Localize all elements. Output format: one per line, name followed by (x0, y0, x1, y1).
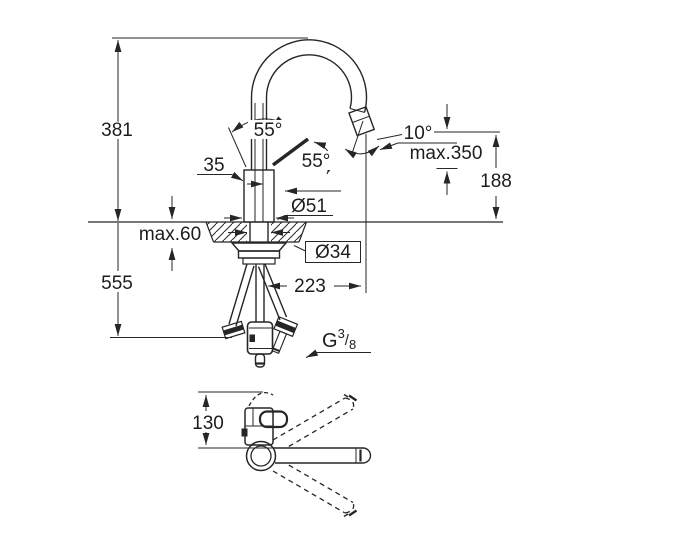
dim-lever-offset: 35 (197, 155, 263, 188)
top-view-spout (273, 447, 372, 464)
right-hose-connector (271, 315, 299, 355)
dim-outlet-height: 188 (480, 135, 512, 219)
dim-spout-reach: 223 (268, 276, 361, 297)
dim-188-label: 188 (480, 171, 512, 192)
supply-hoses (221, 263, 299, 355)
dim-35-label: 35 (203, 155, 224, 176)
mounting-flange (230, 242, 288, 265)
top-view-body (241, 392, 289, 472)
dim-130-label: 130 (192, 413, 224, 434)
escutcheon-inner (250, 445, 272, 467)
hose-weight (246, 321, 274, 368)
swivel-range-ends (343, 393, 358, 518)
dim-lever-projection: 130 (192, 391, 276, 449)
dim-body-diameter: Ø51 (224, 196, 333, 222)
body-detail (241, 428, 248, 437)
lever-swing-right-label: 55° (302, 151, 331, 172)
escutcheon-outer (245, 440, 277, 472)
left-hose-connector (221, 320, 246, 340)
dim-hose-pullout: max.350 (379, 142, 483, 195)
dim-223-label: 223 (294, 276, 326, 297)
mounting-deck (88, 221, 503, 243)
dim-d51-label: Ø51 (291, 196, 327, 217)
lever-knob (258, 410, 289, 429)
dim-max350-label: max.350 (410, 143, 483, 164)
dim-hole-diameter: Ø34 (228, 229, 361, 263)
dim-10deg-label: 10° (404, 123, 433, 144)
dim-max60-label: max.60 (139, 224, 201, 245)
dim-height-381: 381 (101, 37, 308, 221)
top-view: 130 (192, 391, 372, 518)
lever-swing-left-label: 55° (254, 120, 283, 141)
front-view: 55° 55° (88, 37, 512, 368)
dim-spray-angle: 10° (376, 104, 500, 144)
dim-d34-label: Ø34 (315, 242, 351, 263)
lever-annotations: 55° 55° (228, 116, 341, 195)
lever-handle (271, 137, 310, 167)
swivel-range (272, 397, 355, 514)
spray-head (344, 106, 380, 293)
thread-label: G3/8 (322, 326, 356, 352)
dim-381-label: 381 (101, 120, 133, 141)
dim-thread: G3/8 (305, 326, 371, 358)
dim-deck-thickness: max.60 (139, 196, 201, 271)
label-mask (297, 151, 335, 170)
dim-555-label: 555 (101, 273, 133, 294)
label-mask (248, 120, 288, 139)
dim-height-555: 555 (101, 223, 232, 338)
